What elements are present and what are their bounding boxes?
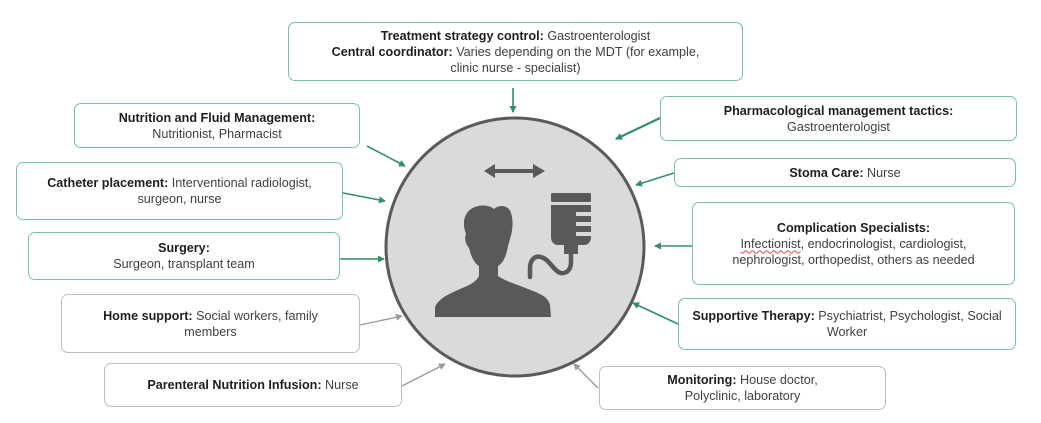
arrow-nutrition	[366, 145, 406, 167]
arrow-pharma	[615, 117, 661, 140]
box-nutrition-fluid: Nutrition and Fluid Management: Nutritio…	[74, 103, 360, 148]
box-complication-specialists: Complication Specialists: Infectionist, …	[692, 202, 1015, 285]
box-title: Monitoring:	[667, 373, 737, 387]
box-text: Gastroenterologist	[787, 119, 890, 134]
arrow-home	[359, 313, 403, 326]
arrow-catheter	[342, 192, 386, 204]
box-text: Interventional radiologist, surgeon, nur…	[137, 176, 312, 206]
box-title: Surgery:	[158, 241, 210, 255]
box-stoma-care: Stoma Care: Nurse	[674, 158, 1016, 187]
box-title: Central coordinator:	[331, 44, 453, 59]
box-pharmacological-tactics: Pharmacological management tactics: Gast…	[660, 96, 1017, 141]
box-title: Parenteral Nutrition Infusion:	[147, 378, 322, 392]
box-title: Complication Specialists:	[776, 220, 931, 235]
box-surgery: Surgery: Surgeon, transplant team	[28, 232, 340, 280]
box-treatment-strategy: Treatment strategy control: Gastroentero…	[288, 22, 743, 81]
box-text: Nurse	[863, 165, 901, 180]
box-title: Pharmacological management tactics:	[723, 103, 954, 118]
box-title: Catheter placement:	[47, 176, 169, 190]
box-text: Gastroenterologist	[543, 28, 651, 43]
box-title: Home support:	[103, 308, 193, 323]
box-text: House doctor, Polyclinic, laboratory	[684, 373, 818, 403]
double-arrow-icon	[484, 164, 545, 178]
iv-bag-icon	[527, 193, 592, 280]
box-home-support: Home support: Social workers, family mem…	[61, 294, 360, 353]
patient-silhouette-icon	[435, 205, 551, 317]
box-title: Nutrition and Fluid Management:	[118, 110, 316, 125]
box-title: Supportive Therapy:	[692, 309, 815, 323]
box-supportive-therapy: Supportive Therapy: Psychiatrist, Psycho…	[678, 298, 1016, 350]
box-catheter-placement: Catheter placement: Interventional radio…	[16, 162, 343, 220]
box-text: Nutritionist, Pharmacist	[152, 126, 282, 141]
arrow-parenteral	[401, 363, 446, 387]
box-monitoring: Monitoring: House doctor, Polyclinic, la…	[599, 366, 886, 410]
box-text: Nurse	[321, 378, 359, 392]
arrow-supportive	[632, 302, 679, 325]
box-text: , endocrinologist, cardiologist, nephrol…	[732, 236, 975, 267]
patient-circle	[384, 116, 646, 378]
box-text: Psychiatrist, Psychologist, Social Worke…	[814, 309, 1002, 339]
box-title: Stoma Care:	[789, 165, 864, 180]
arrow-monitoring	[573, 363, 599, 389]
box-text: Surgeon, transplant team	[113, 257, 255, 271]
spellcheck-flagged-word: Infectionist	[740, 236, 801, 251]
box-title: Treatment strategy control:	[380, 28, 544, 43]
arrow-stoma	[635, 172, 675, 187]
box-text: Varies depending on the MDT (for example…	[450, 44, 700, 75]
box-text: Social workers, family members	[184, 308, 318, 339]
box-parenteral-infusion: Parenteral Nutrition Infusion: Nurse	[104, 363, 402, 407]
